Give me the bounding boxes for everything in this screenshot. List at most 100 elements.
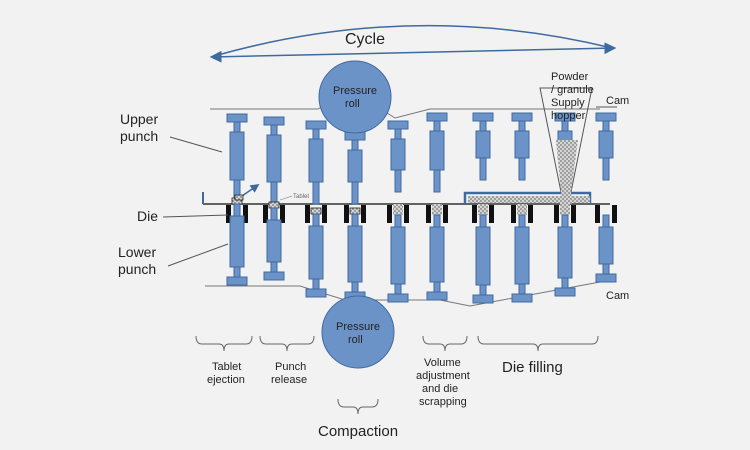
station-7-lower-tip — [479, 214, 487, 228]
station-3-lower-head — [305, 288, 327, 298]
station-6-die-right — [443, 205, 448, 223]
ejected-tablet — [234, 194, 244, 201]
station-2-lower-stem — [270, 261, 278, 273]
svg-text:Pressure: Pressure — [333, 85, 377, 97]
station-6-lower-head — [426, 291, 448, 301]
station-3-lower-stem — [312, 278, 320, 290]
tablet-ejection-label-1: Tablet — [212, 361, 241, 373]
station-9-die-right — [571, 205, 576, 223]
punch-release-label-1: Punch — [275, 361, 306, 373]
station-2-upper-body — [266, 134, 282, 183]
hopper-label-3: Supply — [551, 97, 585, 109]
station-10-upper-stem — [602, 120, 610, 132]
station-10-lower-head — [595, 273, 617, 283]
brace-tablet-ejection — [195, 335, 253, 352]
station-3-upper-head — [305, 120, 327, 130]
upper-punch-label-2: punch — [120, 128, 158, 144]
station-4-lower-body — [347, 225, 363, 283]
station-8-die-right — [528, 205, 533, 223]
station-3-upper-stem — [312, 128, 320, 140]
pressure-roll-top: Pressure roll — [318, 60, 392, 134]
brace-volume-adjustment — [422, 335, 468, 352]
station-6-upper-stem — [433, 120, 441, 132]
lower-punch-leader — [167, 243, 229, 267]
svg-text:roll: roll — [348, 334, 363, 346]
cycle-arrow — [217, 24, 613, 56]
station-8-lower-tip — [518, 214, 526, 228]
station-5-lower-tip — [394, 214, 402, 228]
station-3-upper-body — [308, 138, 324, 183]
station-1-lower-body — [229, 215, 245, 268]
upper-punch-label-1: Upper — [120, 111, 158, 127]
station-2-tablet — [268, 201, 280, 209]
station-7-powder — [478, 204, 488, 215]
station-1-upper-body — [229, 131, 245, 181]
station-8-upper-stem — [518, 120, 526, 132]
pressure-roll-bottom: Pressure roll — [321, 295, 395, 369]
station-6-lower-body — [429, 226, 445, 283]
station-7-upper-body — [475, 130, 491, 159]
brace-die-filling — [477, 335, 599, 352]
station-6-lower-tip — [433, 214, 441, 228]
station-8-powder — [517, 204, 527, 215]
station-5-lower-head — [387, 293, 409, 303]
station-1-die-right — [243, 205, 248, 223]
station-5-powder — [393, 204, 403, 215]
punch-release-label-2: release — [271, 374, 307, 386]
station-3-lower-tip — [312, 213, 320, 227]
station-10-upper-head — [595, 112, 617, 122]
die-label: Die — [137, 208, 158, 224]
station-4-lower-tip — [351, 213, 359, 227]
brace-compaction — [337, 398, 379, 415]
station-2-lower-tip — [270, 207, 278, 221]
station-8-upper-tip — [518, 157, 526, 181]
station-6-upper-head — [426, 112, 448, 122]
station-4-tablet — [349, 207, 361, 215]
station-6-upper-tip — [433, 169, 441, 193]
station-9-lower-tip — [561, 214, 569, 228]
punch-stations — [226, 112, 617, 304]
station-2-lower-head — [263, 271, 285, 281]
hopper-label-1: Powder — [551, 71, 589, 83]
station-6-powder — [432, 204, 442, 215]
volume-label-2: adjustment — [416, 370, 470, 382]
station-7-die-left — [472, 205, 477, 223]
station-9-lower-stem — [561, 277, 569, 289]
station-7-lower-body — [475, 226, 491, 286]
station-10-upper-body — [598, 130, 614, 159]
station-4-upper-body — [347, 149, 363, 183]
station-5-die-right — [404, 205, 409, 223]
lower-punch-label-2: punch — [118, 261, 156, 277]
svg-text:roll: roll — [345, 98, 360, 110]
station-9-lower-body — [557, 226, 573, 279]
station-6-upper-body — [429, 130, 445, 171]
station-6-die-left — [426, 205, 431, 223]
station-2-lower-body — [266, 219, 282, 263]
cam-top-label: Cam — [606, 95, 629, 107]
volume-label-4: scrapping — [419, 396, 467, 408]
station-5-lower-body — [390, 226, 406, 285]
station-7-die-right — [489, 205, 494, 223]
station-10-upper-tip — [602, 157, 610, 181]
brace-punch-release — [259, 335, 315, 352]
cycle-label: Cycle — [345, 31, 385, 48]
station-8-lower-body — [514, 226, 530, 285]
station-5-upper-head — [387, 120, 409, 130]
lower-punch-label-1: Lower — [118, 244, 156, 260]
compaction-label: Compaction — [318, 423, 398, 440]
station-3-upper-tip — [312, 181, 320, 205]
hopper-label-4: hopper — [551, 110, 586, 122]
station-6-lower-stem — [433, 281, 441, 293]
station-10-die-right — [612, 205, 617, 223]
station-9-lower-head — [554, 287, 576, 297]
station-5-die-left — [387, 205, 392, 223]
station-3-tablet — [310, 207, 322, 215]
die-leader — [162, 214, 229, 218]
station-10-lower-stem — [602, 263, 610, 275]
station-3-die-right — [322, 205, 327, 223]
station-2-upper-tip — [270, 181, 278, 205]
tablet-eject-arrow — [241, 183, 260, 197]
station-1-lower-tip — [233, 203, 241, 217]
station-5-upper-stem — [394, 128, 402, 140]
